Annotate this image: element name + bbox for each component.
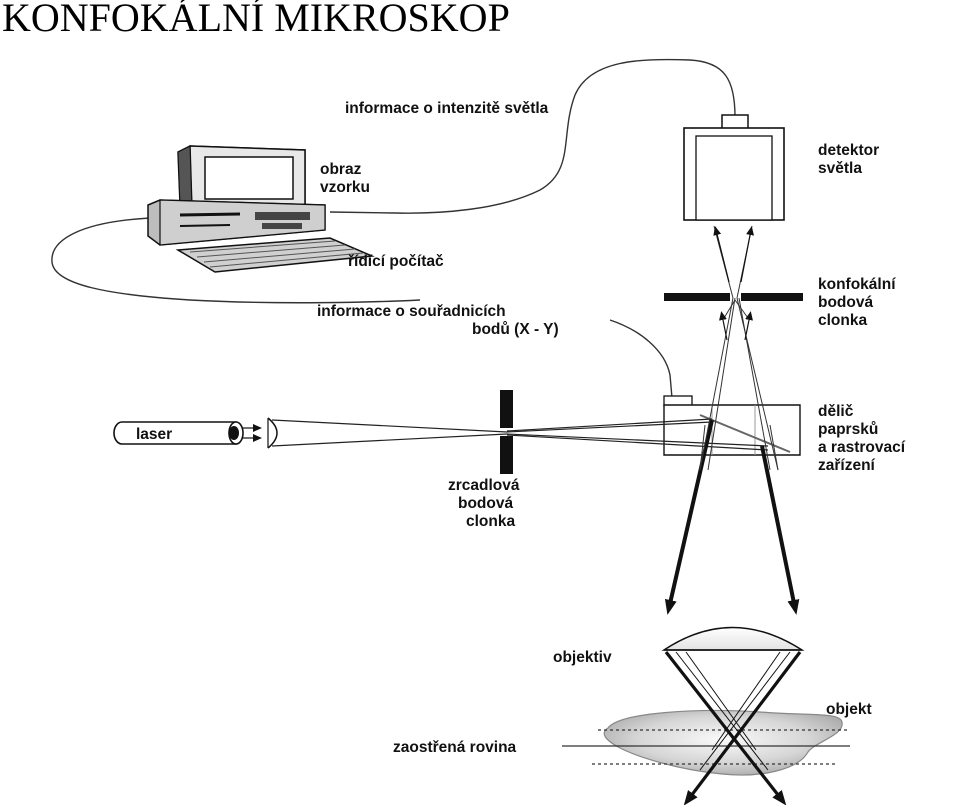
label-splitter-2: paprsků — [818, 421, 878, 438]
label-splitter-1: dělič — [818, 403, 854, 420]
label-splitter-4: zařízení — [818, 457, 876, 474]
label-confocal-3: clonka — [818, 312, 867, 329]
specimen-object — [603, 709, 843, 776]
label-mirror-1: zrcadlová — [448, 477, 520, 494]
label-mirror-2: bodová — [458, 495, 513, 512]
label-objective: objektiv — [553, 649, 612, 666]
laser-beam — [271, 418, 769, 451]
label-focal-plane: zaostřená rovina — [393, 739, 517, 756]
label-mirror-3: clonka — [466, 513, 515, 530]
computer-icon — [147, 145, 375, 273]
mirror-pinhole — [500, 390, 513, 474]
beam-expander-lens — [267, 417, 278, 449]
label-sample-image-1: obraz — [320, 161, 362, 178]
confocal-pinhole — [664, 293, 803, 301]
intensity-cable — [329, 58, 736, 214]
computer-cable-loop — [51, 217, 421, 304]
label-detector-1: detektor — [818, 142, 879, 159]
label-coordinates-info-2: bodů (X - Y) — [472, 321, 559, 338]
laser-source — [113, 421, 262, 445]
label-confocal-1: konfokální — [818, 276, 896, 293]
emission-arrows — [713, 226, 754, 341]
objective-lens — [661, 626, 805, 651]
light-detector-icon — [683, 114, 785, 221]
focused-beams — [664, 651, 802, 805]
label-laser: laser — [136, 426, 172, 443]
label-splitter-3: a rastrovací — [818, 439, 906, 456]
label-coordinates-info-1: informace o souřadnicích — [317, 303, 506, 320]
label-intensity-info: informace o intenzitě světla — [345, 100, 549, 117]
label-control-computer: řídící počítač — [348, 253, 444, 270]
page-title: KONFOKÁLNÍ MIKROSKOP — [2, 0, 510, 40]
excitation-beams — [664, 419, 800, 615]
coordinates-cable — [609, 319, 673, 399]
label-detector-2: světla — [818, 160, 862, 177]
label-sample-image-2: vzorku — [320, 179, 370, 196]
beam-splitter-box — [663, 395, 801, 456]
label-object: objekt — [826, 701, 872, 718]
label-confocal-2: bodová — [818, 294, 873, 311]
